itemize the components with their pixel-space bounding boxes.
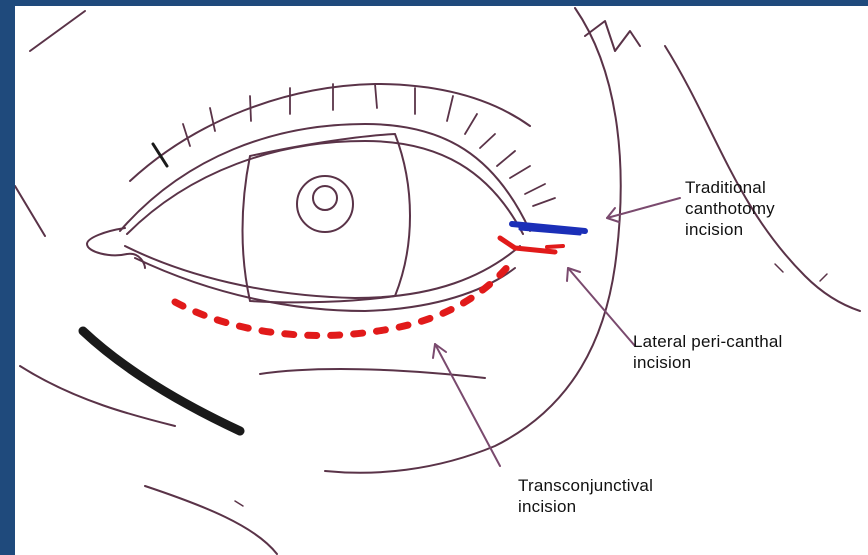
lower-eyelid [125, 246, 520, 298]
dark-cheek-stroke [83, 331, 240, 431]
lateral-incision-line [500, 238, 555, 252]
pupil [297, 176, 353, 232]
medial-canthus [87, 228, 145, 268]
arrow-transconjunctival [435, 344, 500, 466]
upper-eyelid-inner [127, 141, 523, 234]
pupil-inner [313, 186, 337, 210]
upper-lid-crease [130, 84, 530, 181]
face-contour-lower [145, 486, 277, 554]
eye-sketch [15, 6, 868, 555]
arrow-lateral [568, 268, 635, 346]
label-traditional-canthotomy: Traditional canthotomy incision [685, 177, 775, 240]
face-contour-brow-left [15, 186, 45, 236]
lateral-incision-dash [547, 246, 563, 247]
face-contour-right [325, 8, 621, 473]
lower-lid-fold [135, 258, 515, 311]
dark-mark-upper-left [153, 144, 167, 166]
arrow-traditional [607, 198, 680, 218]
eyelashes [183, 84, 555, 206]
face-contour-left-cheek [20, 366, 175, 426]
face-contour-top-zigzag [585, 21, 640, 51]
label-transconjunctival: Transconjunctival incision [518, 475, 653, 517]
illustration-frame: Traditional canthotomy incision Lateral … [15, 6, 868, 555]
upper-eyelid [120, 124, 530, 231]
iris-outline [243, 134, 411, 302]
face-contour-top-left [30, 11, 85, 51]
label-lateral-peri-canthal: Lateral peri-canthal incision [633, 331, 783, 373]
